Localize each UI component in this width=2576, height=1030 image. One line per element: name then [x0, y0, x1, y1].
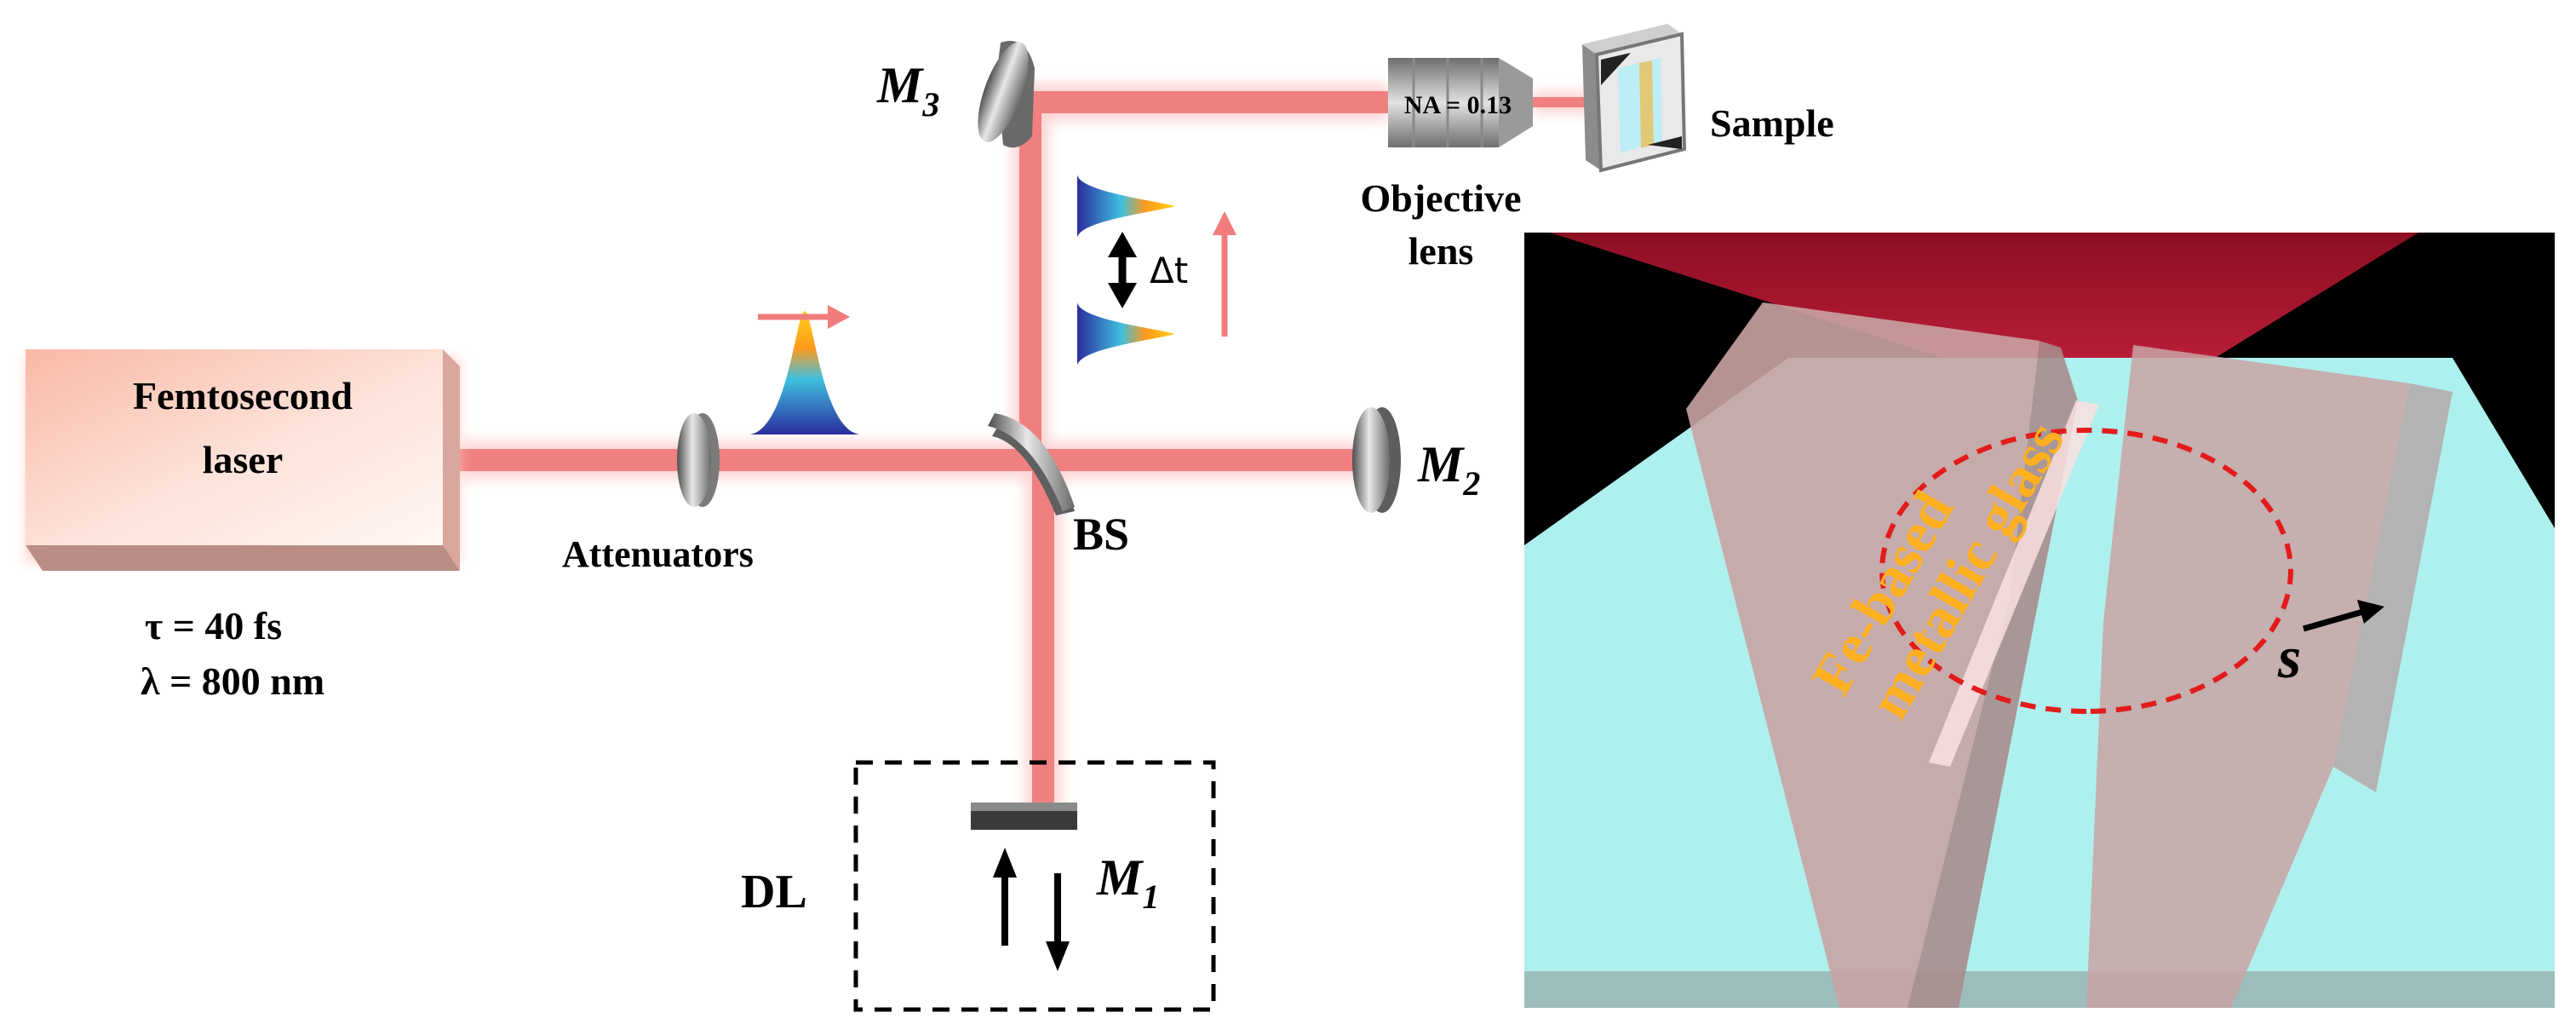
sample-closeup-panel: Fe-based metallic glass s [1524, 233, 2555, 1008]
laser-label-line1: Femtosecond [133, 374, 353, 417]
objective-lens [1388, 58, 1533, 147]
ablated-groove [1929, 400, 2099, 767]
up-arrow-icon [993, 848, 1017, 946]
objective-label-line2: lens [1408, 229, 1474, 273]
down-arrow-icon [1046, 873, 1070, 971]
wavelength-label: λ = 800 nm [141, 659, 324, 703]
mirror-m2 [1352, 407, 1401, 513]
attenuator [677, 413, 720, 507]
pulse-duration-label: τ = 40 fs [145, 604, 282, 647]
scan-direction-label: s [2277, 625, 2301, 691]
focus-spot-dashed-circle [1879, 428, 2293, 714]
beam-splitter-label: BS [1073, 509, 1129, 560]
metallic-glass-left [1686, 302, 2040, 1008]
numerical-aperture-label: NA = 0.13 [1404, 91, 1512, 119]
mirror-m3 [978, 41, 1035, 148]
scan-direction-arrow-icon [2303, 600, 2384, 632]
upward-propagation-arrow-icon [1213, 211, 1236, 337]
metallic-glass-right [2086, 345, 2410, 1008]
propagation-arrow-icon [758, 305, 850, 329]
beam-laser-to-bs-to-m1 [460, 449, 1054, 809]
m2-label: M2 [1417, 436, 1480, 503]
beam-splitter [988, 413, 1075, 515]
m1-label: M1 [1096, 849, 1159, 916]
beam-bs-to-m3-to-objective [1019, 91, 1388, 460]
sample-label: Sample [1710, 101, 1834, 145]
femtosecond-laser: Femtosecond laser [26, 349, 460, 571]
delay-double-arrow-icon [1108, 232, 1137, 308]
delay-line-box [853, 760, 1216, 1012]
double-pulse-icon [1077, 175, 1175, 365]
m3-label: M3 [876, 57, 939, 124]
delta-t-label: Δt [1150, 250, 1188, 291]
laser-label-line2: laser [203, 438, 284, 481]
pulse-shape-icon [749, 311, 860, 434]
sample-holder [1582, 24, 1687, 173]
mirror-m1 [971, 803, 1077, 830]
delay-line-label: DL [741, 866, 807, 918]
objective-label-line1: Objective [1360, 176, 1521, 220]
attenuators-label: Attenuators [562, 533, 754, 575]
